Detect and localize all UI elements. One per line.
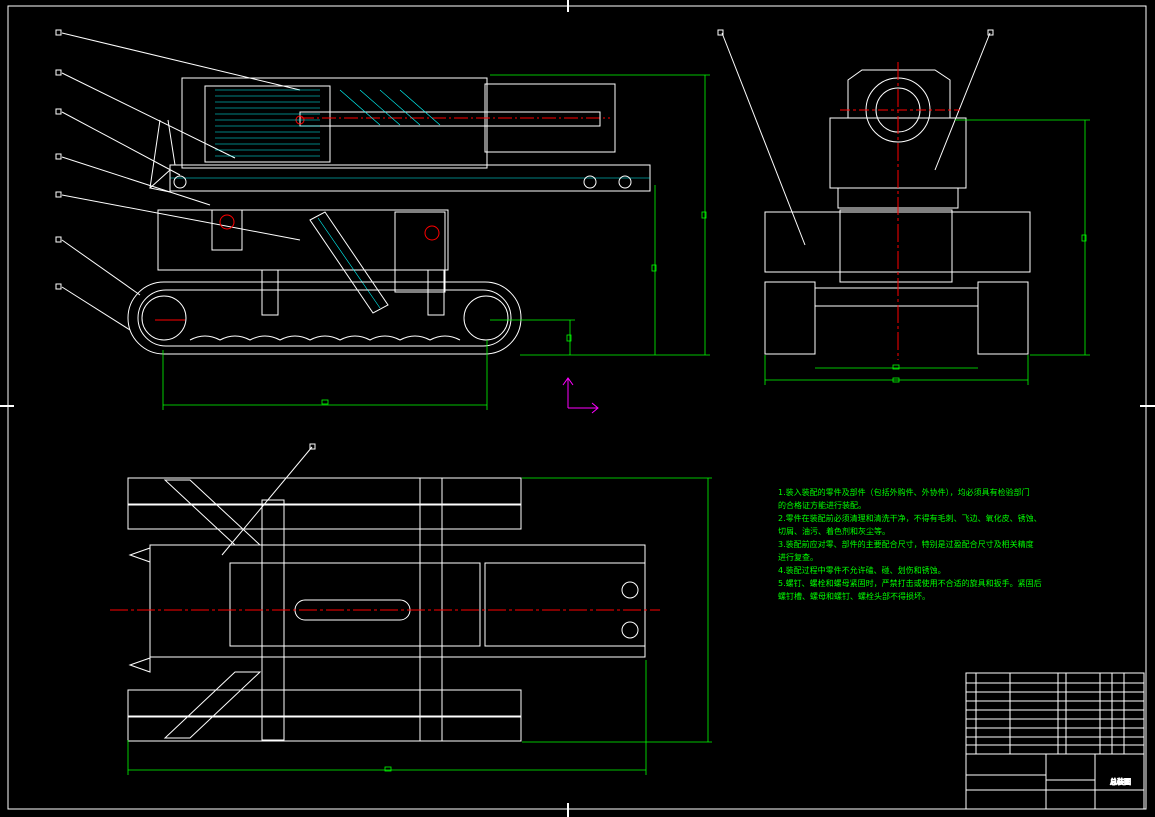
note-line: 进行复查。 [778, 553, 818, 562]
sheet-border [7, 5, 1147, 810]
top-dimensions [127, 477, 712, 775]
cylinder-hatch [215, 89, 441, 157]
ucs-icon [562, 377, 599, 414]
front-view [717, 29, 1090, 385]
note-line: 1.装入装配的零件及部件（包括外购件、外协件），均必须具有检验部门 [778, 488, 1030, 497]
note-line: 4.装配过程中零件不允许磕、碰、划伤和锈蚀。 [778, 566, 946, 575]
note-line: 5.螺钉、螺栓和螺母紧固时，严禁打击或使用不合适的旋具和扳手。紧固后 [778, 579, 1042, 588]
front-dimensions [764, 119, 1090, 385]
side-dimensions [162, 74, 710, 410]
side-view [55, 29, 710, 410]
leader-lines [55, 29, 301, 331]
top-view [110, 443, 712, 775]
title-block: 总装图 [965, 672, 1145, 810]
note-line: 切屑、油污、着色剂和灰尘等。 [778, 527, 890, 536]
note-line: 2.零件在装配前必须清理和清洗干净，不得有毛刺、飞边、氧化皮、锈蚀、 [778, 514, 1042, 523]
technical-requirements: 1.装入装配的零件及部件（包括外购件、外协件），均必须具有检验部门 的合格证方能… [778, 486, 1042, 603]
note-line: 3.装配前应对零、部件的主要配合尺寸，特别是过盈配合尺寸及相关精度 [778, 540, 1034, 549]
note-line: 的合格证方能进行装配。 [778, 501, 866, 510]
drawing-name: 总装图 [1110, 777, 1131, 786]
note-line: 螺钉槽、螺母和螺钉、螺栓头部不得损坏。 [778, 592, 930, 601]
